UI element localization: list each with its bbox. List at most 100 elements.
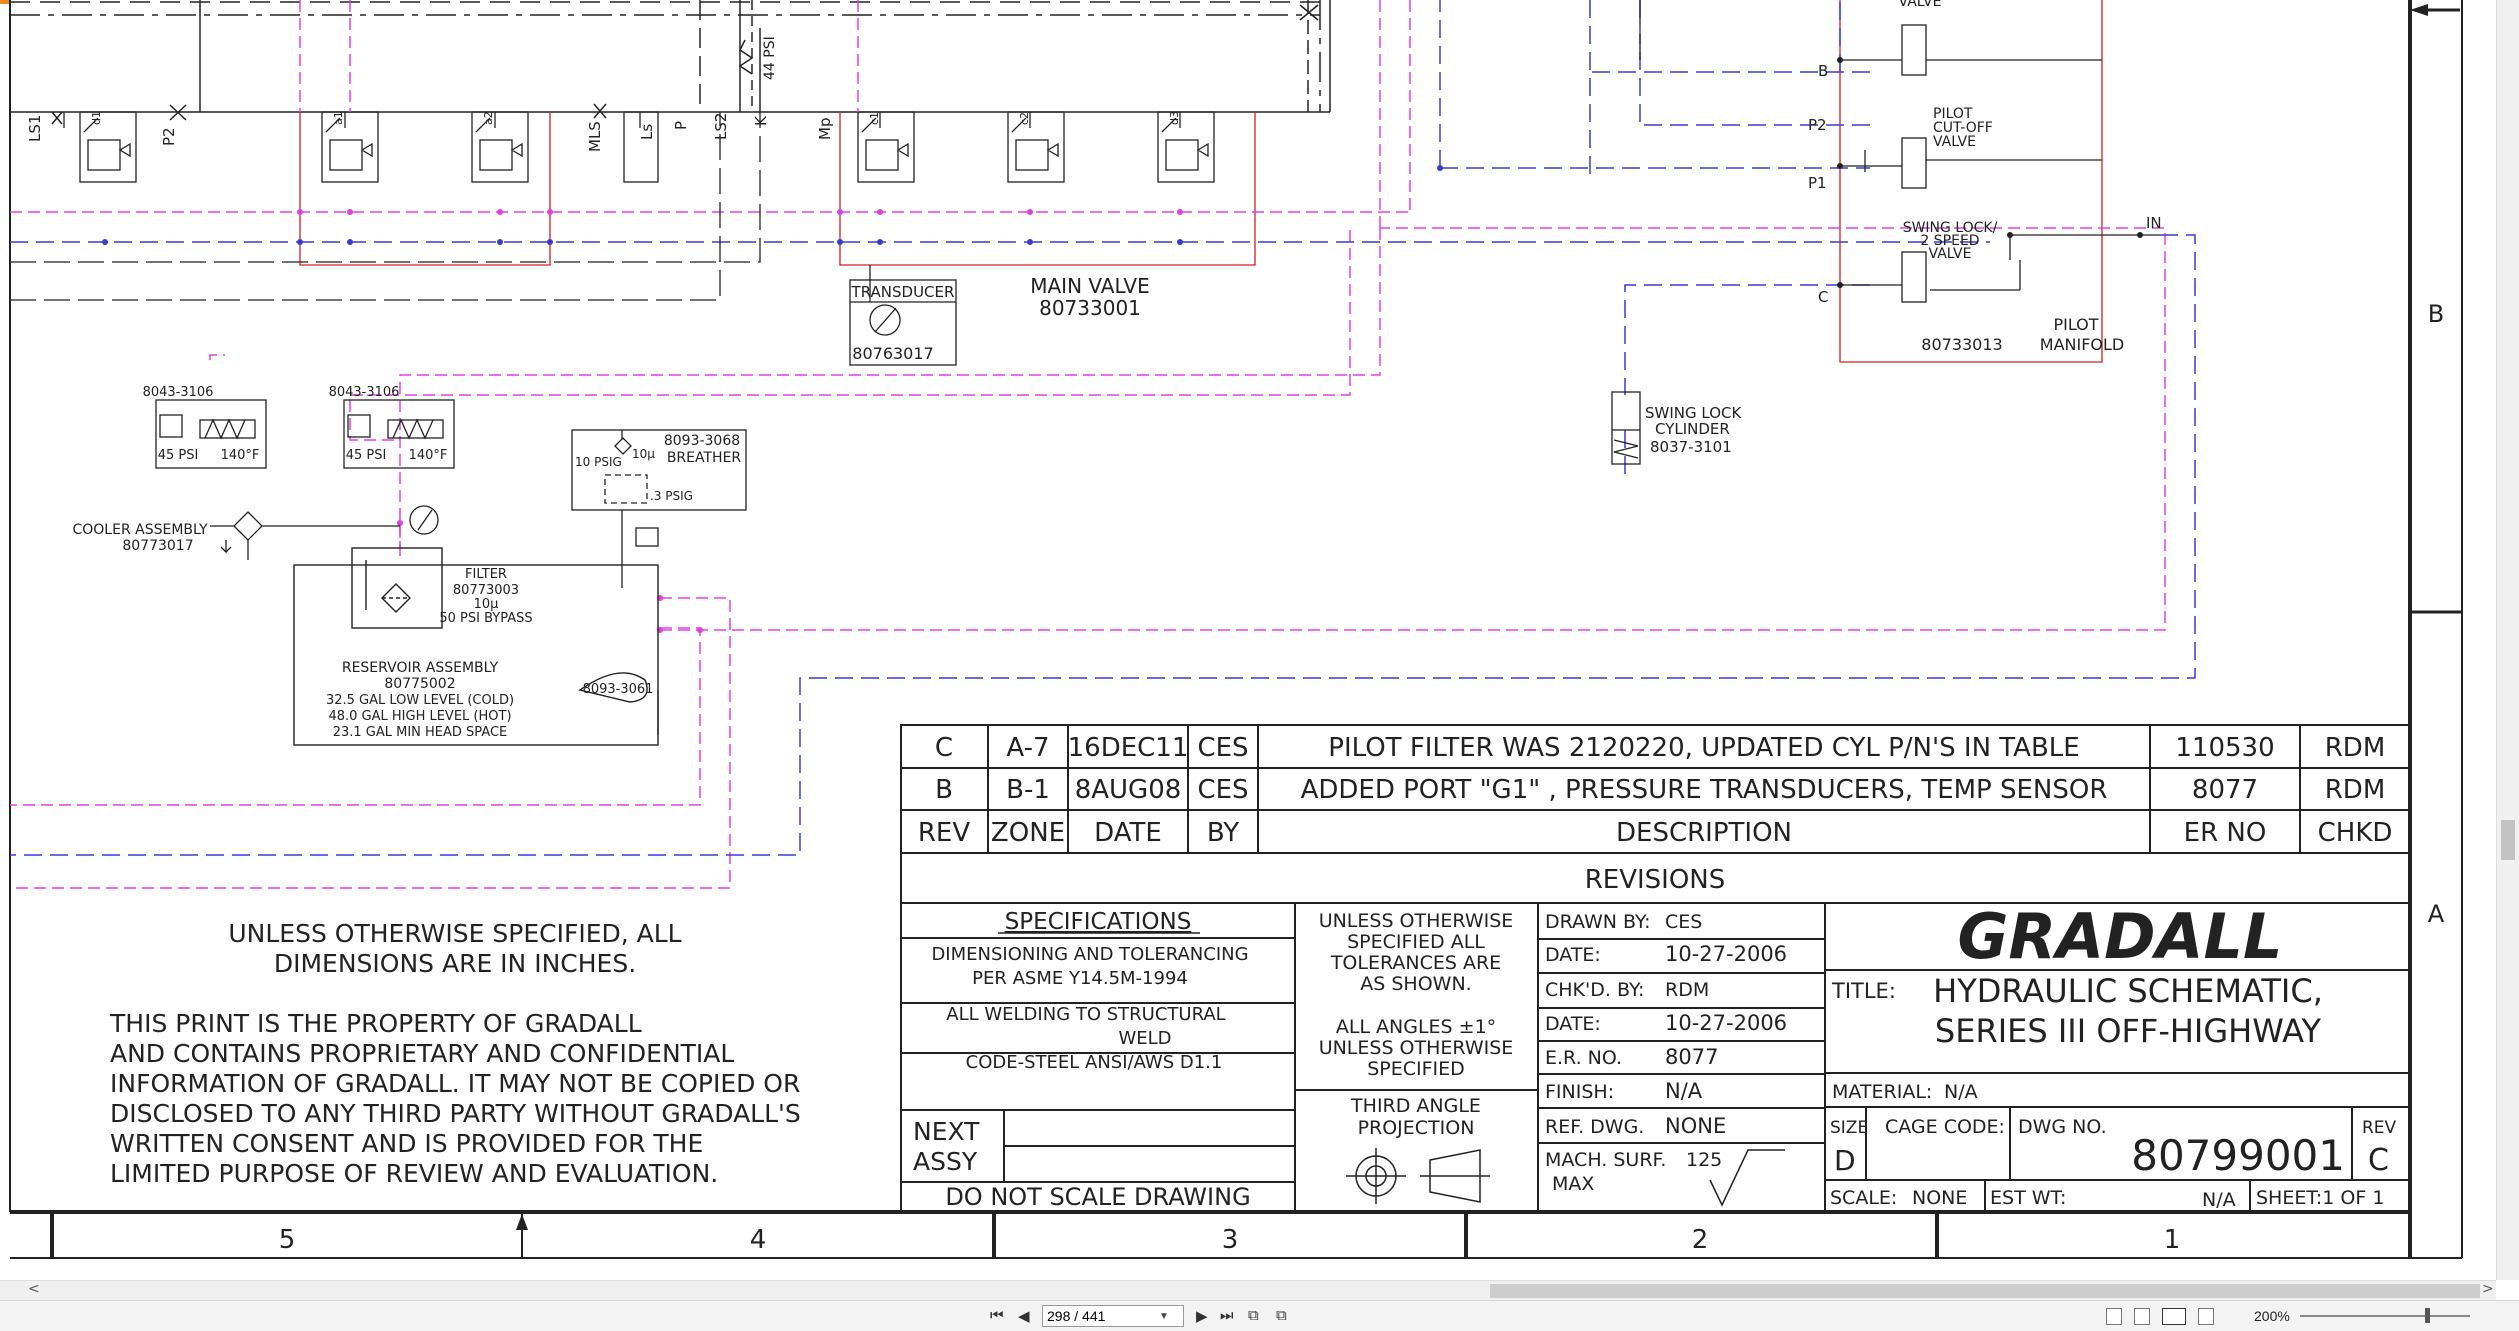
third-angle-2: PROJECTION: [1358, 1117, 1475, 1139]
rev-header-rev: REV: [918, 818, 970, 848]
zoom-slider[interactable]: [2300, 1315, 2470, 1317]
note-prop-2: AND CONTAINS PROPRIETARY AND CONFIDENTIA…: [110, 1039, 734, 1068]
main-valve-title: MAIN VALVE: [1030, 274, 1150, 298]
rev-header-date: DATE: [1094, 818, 1162, 848]
scroll-right-icon[interactable]: >: [2482, 1281, 2494, 1297]
reservoir-l2: 48.0 GAL HIGH LEVEL (HOT): [328, 709, 511, 724]
port-b: B: [1818, 62, 1828, 80]
scroll-left-icon[interactable]: <: [28, 1281, 40, 1297]
cooler-title: COOLER ASSEMBLY: [72, 522, 207, 538]
rev-value: C: [2368, 1143, 2389, 1178]
rev-row1-rev: C: [935, 733, 953, 763]
next-label: NEXT: [913, 1117, 980, 1146]
rev-row2-rev: B: [935, 775, 953, 805]
vertical-scroll-thumb[interactable]: [2501, 820, 2515, 860]
zoom-slider-thumb[interactable]: [2425, 1308, 2430, 1323]
mach-surf-label: MACH. SURF.: [1545, 1149, 1666, 1171]
port-ls: Ls: [638, 124, 656, 140]
thermo-1-temp: 140°F: [221, 448, 260, 463]
filter-bypass: 50 PSI BYPASS: [439, 611, 532, 626]
svg-text:d3: d3: [1168, 111, 1181, 125]
cover-view-icon[interactable]: [2198, 1308, 2214, 1325]
port-mp: Mp: [816, 118, 834, 140]
spec-2a: ALL WELDING TO STRUCTURAL: [946, 1004, 1225, 1025]
window-accent: [0, 0, 10, 4]
port-in: IN: [2146, 214, 2162, 232]
previous-view-icon[interactable]: ⧉: [1248, 1307, 1259, 1324]
rev-row1-chkd: RDM: [2325, 733, 2386, 763]
swing-lock-valve-l2: 2 SPEED: [1920, 233, 1979, 249]
swing-cylinder-l1: SWING LOCK: [1645, 404, 1742, 422]
spec-1a: DIMENSIONING AND TOLERANCING: [931, 944, 1248, 965]
date2-label: DATE:: [1545, 1013, 1601, 1035]
horizontal-scrollbar[interactable]: < >: [0, 1280, 2496, 1301]
assy-label: ASSY: [913, 1147, 978, 1176]
breather-pn: 8093-3068: [664, 433, 740, 449]
horizontal-scroll-thumb[interactable]: [1490, 1284, 2480, 1298]
est-wt-label: EST WT:: [1990, 1187, 2066, 1209]
zone-1-label: 1: [2164, 1225, 2181, 1255]
port-p2: P2: [160, 127, 178, 146]
rev-row1-er: 110530: [2175, 733, 2274, 763]
ref-dwg-value: NONE: [1665, 1114, 1726, 1138]
revisions-title: REVISIONS: [1585, 865, 1726, 895]
psi44-label: 44 PSI: [762, 36, 778, 80]
note-prop-4: DISCLOSED TO ANY THIRD PARTY WITHOUT GRA…: [110, 1099, 801, 1128]
date1-label: DATE:: [1545, 944, 1601, 966]
thermo-2-psi: 45 PSI: [346, 448, 387, 463]
page-number-box[interactable]: ▼: [1042, 1305, 1184, 1327]
ang-1: ALL ANGLES ±1°: [1336, 1016, 1496, 1038]
third-angle-1: THIRD ANGLE: [1350, 1095, 1481, 1117]
pilot-manifold-title: PILOT: [2053, 315, 2098, 334]
rev-header-by: BY: [1207, 818, 1239, 848]
transducer-title: TRANSDUCER: [851, 283, 955, 301]
thermo-1-psi: 45 PSI: [158, 448, 199, 463]
dwg-no-label: DWG NO.: [2018, 1116, 2107, 1138]
single-page-view-icon[interactable]: [2106, 1308, 2122, 1325]
vertical-scrollbar[interactable]: [2496, 0, 2519, 1280]
valve-top-label: VALVE: [1899, 0, 1942, 10]
note-prop-3: INFORMATION OF GRADALL. IT MAY NOT BE CO…: [110, 1069, 800, 1098]
pilot-manifold-pn: 80733013: [1921, 335, 2002, 354]
breather-psi3: .3 PSIG: [650, 489, 693, 503]
rev-header-chkd: CHKD: [2318, 818, 2393, 848]
tol-4: AS SHOWN.: [1360, 973, 1471, 995]
date2-value: 10-27-2006: [1665, 1011, 1787, 1035]
port-c: C: [1818, 288, 1828, 306]
rev-header-zone: ZONE: [991, 818, 1065, 848]
svg-text:c2: c2: [1018, 112, 1031, 125]
zone-a-label: A: [2428, 900, 2445, 928]
note-dims-2: DIMENSIONS ARE IN INCHES.: [274, 949, 636, 978]
next-view-icon[interactable]: ⧉: [1276, 1307, 1287, 1324]
port-p: P: [672, 121, 690, 130]
facing-view-icon[interactable]: [2162, 1308, 2186, 1325]
last-page-icon[interactable]: ⏭: [1220, 1307, 1234, 1324]
page-number-input[interactable]: [1043, 1307, 1159, 1325]
material-value: N/A: [1944, 1081, 1978, 1103]
finish-value: N/A: [1665, 1079, 1703, 1103]
first-page-icon[interactable]: ⏮: [990, 1307, 1004, 1324]
zone-2-label: 2: [1692, 1225, 1709, 1255]
chkd-by-label: CHK'D. BY:: [1545, 979, 1644, 1001]
spec-2b: WELD: [1118, 1028, 1171, 1049]
previous-page-icon[interactable]: ◀: [1018, 1308, 1030, 1325]
zone-4-label: 4: [750, 1225, 767, 1255]
next-page-icon[interactable]: ▶: [1196, 1308, 1208, 1325]
zone-5-label: 5: [279, 1225, 296, 1255]
filter-micron: 10µ: [474, 597, 499, 612]
main-valve-pn: 80733001: [1039, 296, 1141, 320]
port-p1: P1: [1808, 174, 1827, 192]
size-value: D: [1834, 1144, 1856, 1177]
zone-b-label: B: [2428, 300, 2444, 328]
material-label: MATERIAL:: [1832, 1081, 1932, 1103]
status-bar: ⏮ ◀ ▼ ▶ ⏭ ⧉ ⧉ 200%: [0, 1300, 2519, 1331]
title-line-2: SERIES III OFF-HIGHWAY: [1935, 1012, 2322, 1050]
note-prop-6: LIMITED PURPOSE OF REVIEW AND EVALUATION…: [110, 1159, 718, 1188]
filter-pn: 80773003: [453, 583, 519, 598]
page-dropdown-icon[interactable]: ▼: [1159, 1310, 1169, 1322]
company-logo: GRADALL: [1957, 900, 2282, 973]
continuous-view-icon[interactable]: [2134, 1308, 2150, 1325]
rev-header-desc: DESCRIPTION: [1616, 818, 1792, 848]
drawn-by-label: DRAWN BY:: [1545, 911, 1651, 933]
